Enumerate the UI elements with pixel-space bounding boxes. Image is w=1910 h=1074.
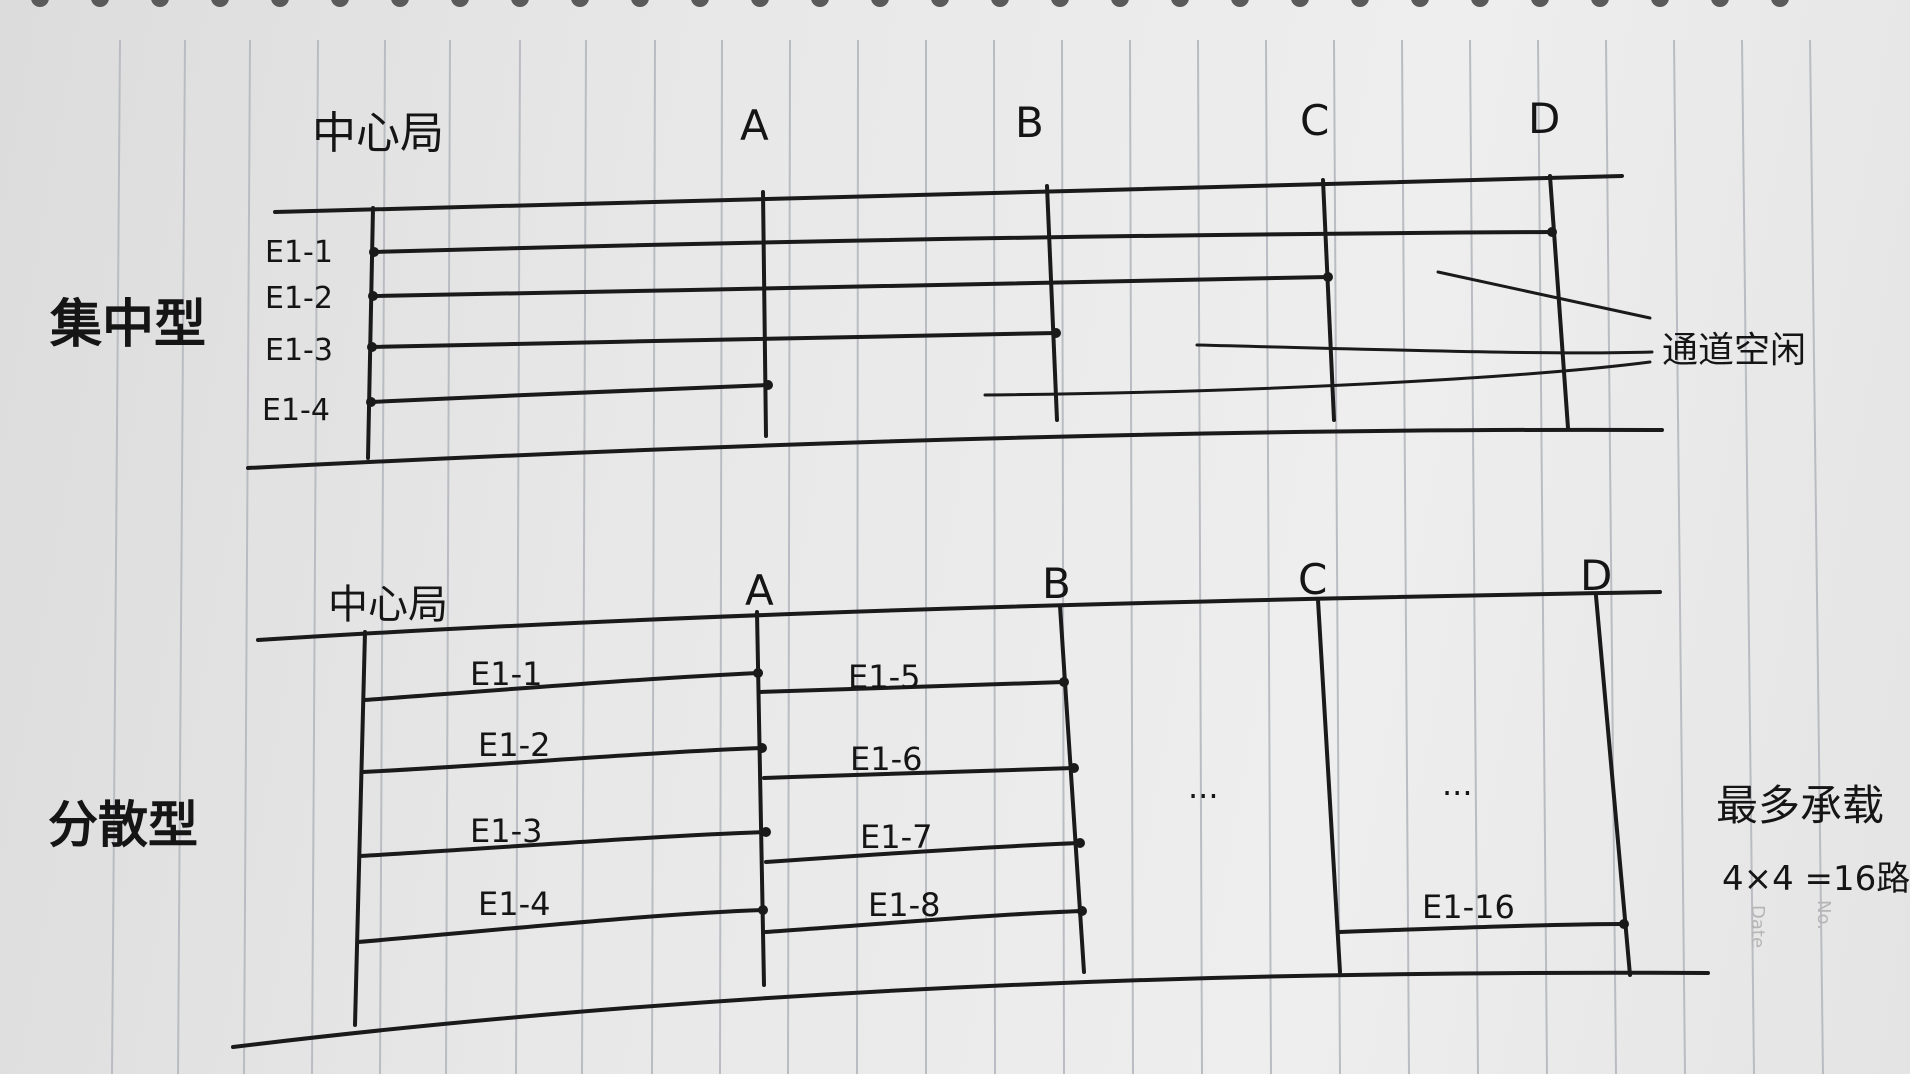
distributed-c-vertical: [1316, 598, 1342, 974]
concentrated-station-b-label: B: [1015, 98, 1044, 147]
distributed-diagram: 分散型 中心局 A B C D E1-1 E1-2 E1-3 E1-4: [48, 551, 1910, 1049]
concentrated-a-vertical: [761, 190, 768, 438]
distributed-line-label: E1-1: [470, 655, 542, 693]
number-label: No.: [1813, 900, 1834, 930]
capacity-note-line-2: 4×4 =16路: [1722, 859, 1910, 899]
ruled-lines: [111, 39, 1824, 1074]
concentrated-line-label: E1-4: [262, 393, 330, 428]
distributed-type-label: 分散型: [48, 796, 198, 854]
concentrated-station-a-label: A: [740, 101, 769, 150]
concentrated-line-label: E1-1: [265, 235, 333, 270]
ellipsis-c-d: ...: [1442, 765, 1473, 803]
binder-holes: [31, 0, 1789, 7]
concentrated-line-label: E1-3: [265, 333, 333, 368]
distributed-line-label: E1-16: [1422, 888, 1515, 926]
distributed-station-b-label: B: [1042, 559, 1071, 608]
distributed-segment-d-line: [1338, 922, 1626, 934]
idle-channel-pointers: [983, 270, 1654, 397]
concentrated-station-d-label: D: [1528, 94, 1560, 143]
concentrated-diagram: 集中型 中心局 A B C D E1-1 E1-2 E1-3 E1: [49, 94, 1806, 470]
date-label: Date: [1747, 905, 1768, 948]
concentrated-center-vertical: [366, 206, 375, 460]
distributed-center-label: 中心局: [328, 582, 448, 628]
distributed-line-label: E1-5: [848, 658, 920, 696]
concentrated-station-c-label: C: [1300, 96, 1329, 145]
distributed-line-label: E1-6: [850, 740, 922, 778]
concentrated-d-vertical: [1548, 174, 1570, 430]
distributed-segment-b-lines: [758, 677, 1087, 934]
distributed-center-vertical: [353, 630, 367, 1027]
concentrated-line-label: E1-2: [265, 281, 333, 316]
distributed-line-label: E1-2: [478, 726, 550, 764]
distributed-line-label: E1-8: [868, 886, 940, 924]
concentrated-center-label: 中心局: [312, 108, 444, 159]
distributed-line-label: E1-7: [860, 818, 932, 856]
distributed-segment-a-lines: [356, 668, 771, 944]
distributed-a-vertical: [755, 610, 766, 987]
concentrated-c-vertical: [1321, 178, 1336, 422]
concentrated-type-label: 集中型: [49, 295, 206, 355]
idle-channel-note: 通道空闲: [1662, 330, 1806, 371]
capacity-note-line-1: 最多承载: [1716, 781, 1884, 830]
concentrated-e1-lines: [366, 227, 1557, 407]
distributed-line-label: E1-3: [470, 812, 542, 850]
distributed-d-vertical: [1594, 594, 1632, 977]
distributed-station-c-label: C: [1298, 555, 1327, 604]
ellipsis-b-c: ...: [1188, 768, 1219, 806]
distributed-station-a-label: A: [745, 566, 774, 615]
concentrated-b-vertical: [1045, 184, 1059, 422]
distributed-line-label: E1-4: [478, 885, 550, 923]
